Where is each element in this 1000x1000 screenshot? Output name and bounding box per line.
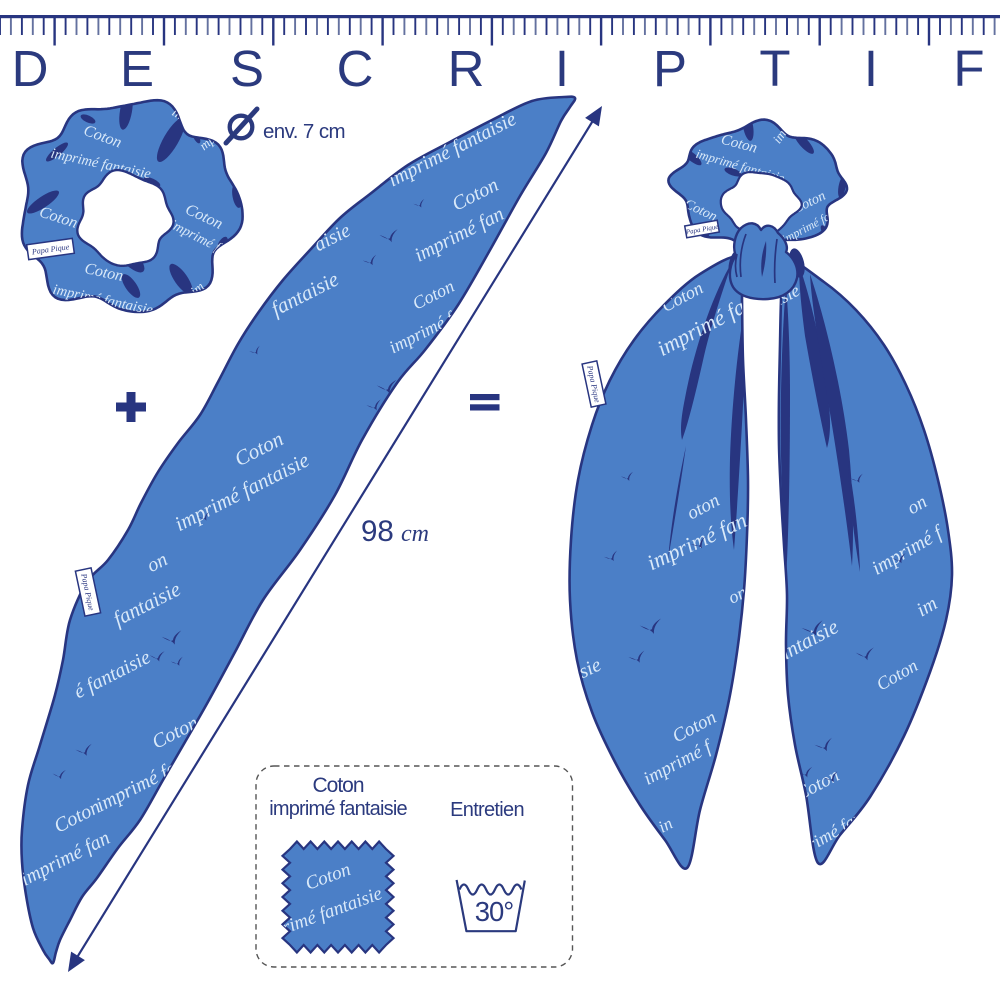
svg-text:Coton: Coton — [312, 774, 363, 797]
svg-text:env. 7 cm: env. 7 cm — [263, 120, 345, 143]
svg-text:cm: cm — [401, 521, 429, 547]
svg-text:C: C — [337, 40, 374, 97]
svg-text:S: S — [230, 40, 264, 97]
svg-text:Entretien: Entretien — [450, 799, 524, 821]
svg-text:imprimé fantaisie: imprimé fantaisie — [269, 798, 407, 820]
svg-text:R: R — [448, 40, 485, 97]
svg-text:P: P — [653, 40, 687, 97]
svg-text:E: E — [120, 40, 154, 97]
svg-text:30°: 30° — [475, 896, 514, 927]
svg-text:I: I — [555, 40, 569, 97]
svg-text:I: I — [864, 40, 878, 97]
svg-text:D: D — [12, 40, 49, 97]
svg-text:98: 98 — [361, 515, 394, 548]
svg-text:T: T — [759, 40, 790, 97]
svg-text:F: F — [953, 40, 984, 97]
svg-text:on: on — [725, 582, 750, 608]
